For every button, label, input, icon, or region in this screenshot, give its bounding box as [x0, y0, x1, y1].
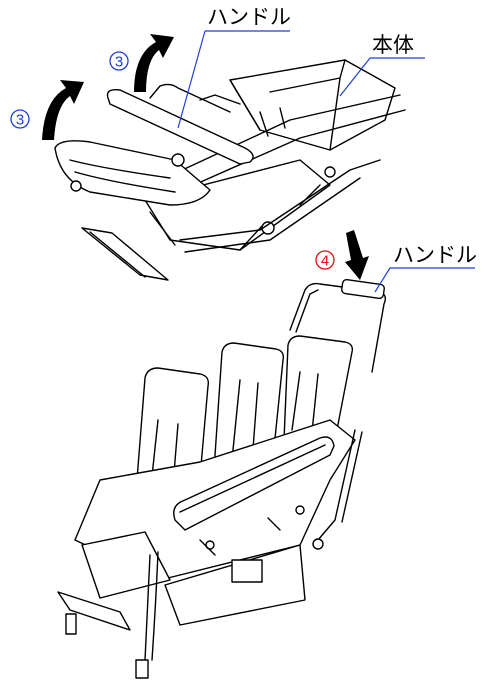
handle-label-top: ハンドル: [207, 6, 291, 29]
step-3-right-badge: 3: [109, 51, 129, 71]
curved-arrow-icon: [134, 34, 174, 92]
unfolded-stroller-drawing: [57, 278, 387, 679]
step-3-left-badge: 3: [10, 109, 30, 129]
handle-callout-top: ハンドル: [177, 6, 291, 129]
folded-stroller-drawing: [54, 59, 406, 281]
handle-callout-bottom: ハンドル: [374, 244, 477, 293]
step-3-left-number: 3: [16, 112, 24, 129]
step-3-right-number: 3: [115, 54, 123, 71]
down-arrow-icon: [345, 230, 369, 280]
step-4-badge: 4: [315, 250, 335, 270]
body-label: 本体: [372, 34, 414, 57]
curved-arrow-icon: [42, 80, 84, 140]
body-callout: 本体: [339, 34, 425, 97]
handle-label-bottom: ハンドル: [393, 244, 477, 267]
step-4-number: 4: [321, 253, 329, 270]
